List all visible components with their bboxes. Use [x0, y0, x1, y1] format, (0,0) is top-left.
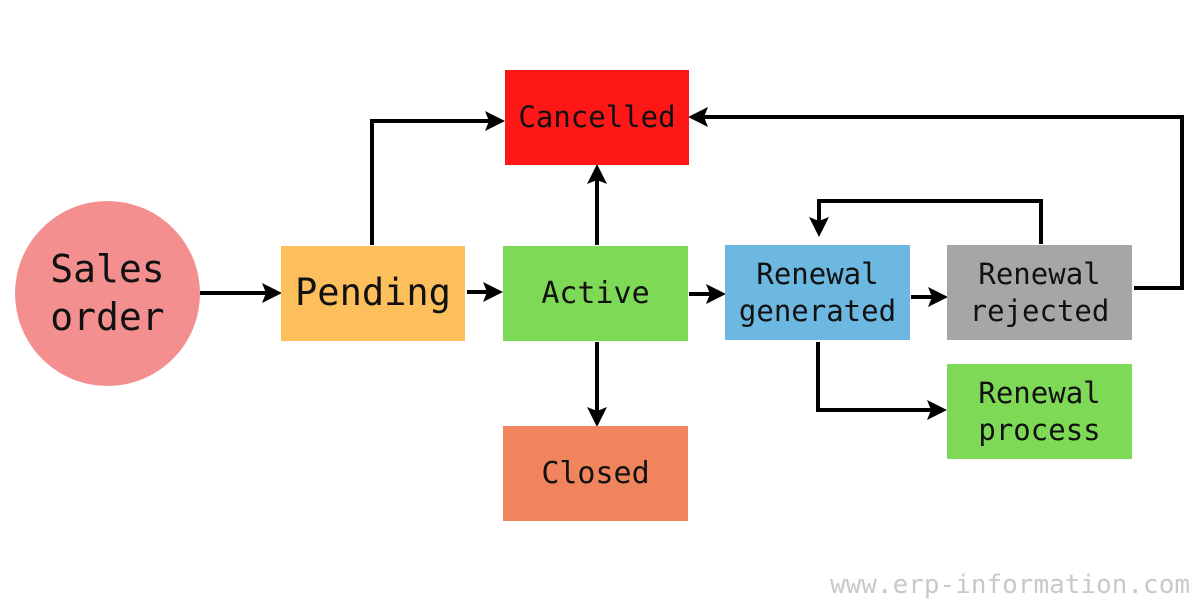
- node-renewal-rejected: Renewal rejected: [947, 245, 1132, 340]
- arrow-rejected-to-cancelled: [688, 107, 1184, 290]
- node-pending: Pending: [281, 246, 465, 341]
- node-pending-label: Pending: [295, 271, 451, 315]
- arrow-pending-to-cancelled: [370, 111, 505, 245]
- node-closed: Closed: [503, 426, 688, 521]
- node-sales-order-line1: Sales: [50, 247, 165, 291]
- arrow-rejected-to-generated: [809, 199, 1043, 244]
- arrow-generated-to-process: [816, 342, 947, 420]
- node-renewal-process-line2: process: [978, 412, 1101, 447]
- node-sales-order: Sales order: [15, 201, 200, 386]
- node-active-label: Active: [541, 275, 650, 311]
- node-renewal-generated-line1: Renewal: [756, 257, 879, 292]
- node-sales-order-line2: order: [50, 294, 165, 339]
- node-renewal-generated: Renewal generated: [725, 245, 910, 340]
- node-renewal-rejected-line1: Renewal: [978, 257, 1101, 292]
- node-cancelled-label: Cancelled: [518, 100, 676, 135]
- node-closed-label: Closed: [541, 455, 650, 491]
- node-renewal-rejected-line2: rejected: [969, 293, 1110, 328]
- node-renewal-process-line1: Renewal: [978, 376, 1101, 411]
- node-renewal-process: Renewal process: [947, 364, 1132, 459]
- watermark-url: www.erp-information.com: [829, 570, 1190, 600]
- node-active: Active: [503, 246, 688, 341]
- node-cancelled: Cancelled: [505, 70, 689, 165]
- node-renewal-generated-line2: generated: [738, 293, 897, 328]
